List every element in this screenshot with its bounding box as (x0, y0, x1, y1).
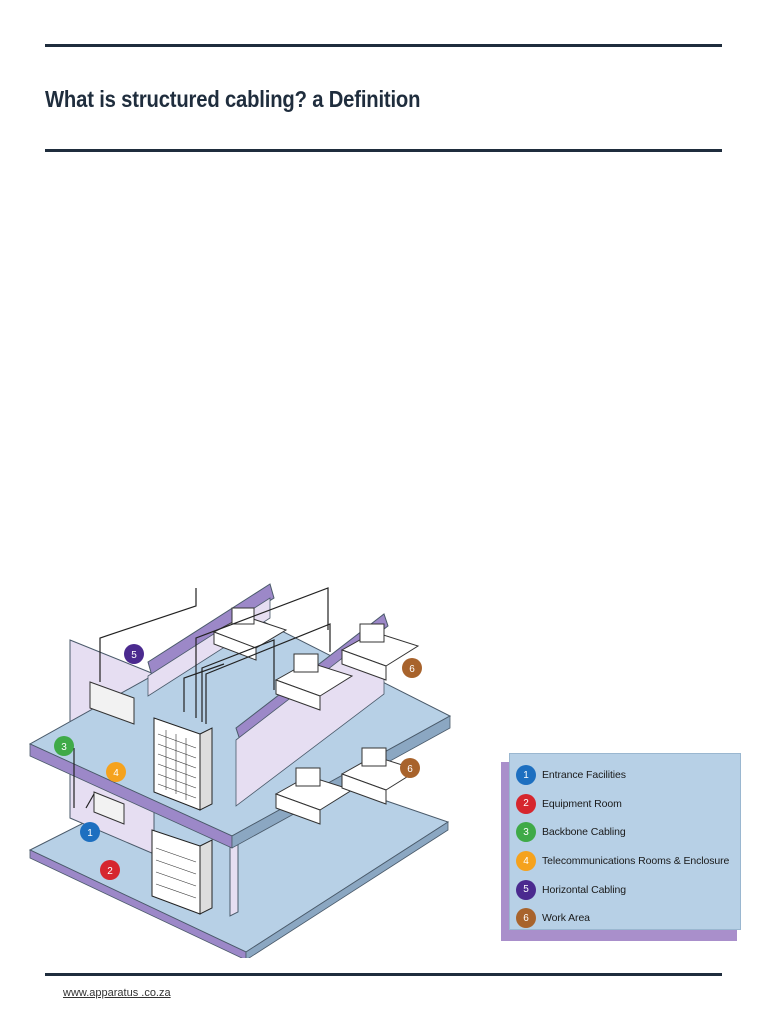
page-title: What is structured cabling? a Definition (45, 86, 421, 112)
marker-number: 5 (131, 650, 137, 661)
marker-backbone-cabling (54, 736, 74, 756)
marker-equipment-room (100, 860, 120, 880)
legend-item: 5 Horizontal Cabling (516, 875, 740, 904)
marker-number: 1 (87, 828, 93, 839)
legend-box: 1 Entrance Facilities 2 Equipment Room 3 Ba… (509, 753, 741, 930)
legend-badge: 5 (516, 879, 536, 900)
footer-website-link[interactable]: www.apparatus .co.za (63, 987, 171, 999)
legend-label: Horizontal Cabling (542, 883, 626, 896)
marker-number: 6 (409, 664, 415, 675)
marker-number: 6 (407, 764, 413, 775)
marker-work-area-upper (402, 658, 422, 678)
title-divider (45, 149, 722, 152)
legend-label: Work Area (542, 912, 590, 925)
legend-item: 2 Equipment Room (516, 790, 740, 819)
legend-item: 4 Telecommunications Rooms & Enclosure (516, 847, 740, 876)
marker-number: 4 (113, 768, 119, 779)
legend-badge: 2 (516, 793, 536, 814)
marker-horizontal-cabling (124, 644, 144, 664)
legend-badge: 3 (516, 822, 536, 843)
marker-entrance-facilities (80, 822, 100, 842)
legend-label: Telecommunications Rooms & Enclosure (542, 855, 730, 868)
legend-badge: 4 (516, 851, 536, 872)
legend-item: 1 Entrance Facilities (516, 761, 740, 790)
workstation (212, 607, 420, 825)
back-wall-upper (147, 583, 275, 677)
legend-label: Equipment Room (542, 797, 622, 810)
marker-number: 3 (61, 742, 67, 753)
legend-badge: 1 (516, 765, 536, 786)
marker-number: 2 (107, 866, 113, 877)
legend-item: 3 Backbone Cabling (516, 818, 740, 847)
top-divider (45, 44, 722, 47)
legend-badge: 6 (516, 908, 536, 929)
legend-item: 6 Work Area (516, 904, 740, 933)
marker-work-area-lower (400, 758, 420, 778)
legend-label: Backbone Cabling (542, 826, 626, 839)
marker-telecom-room (106, 762, 126, 782)
footer-divider (45, 973, 722, 976)
structured-cabling-diagram: 5 6 3 4 6 1 2 (28, 583, 452, 958)
legend-label: Entrance Facilities (542, 769, 626, 782)
